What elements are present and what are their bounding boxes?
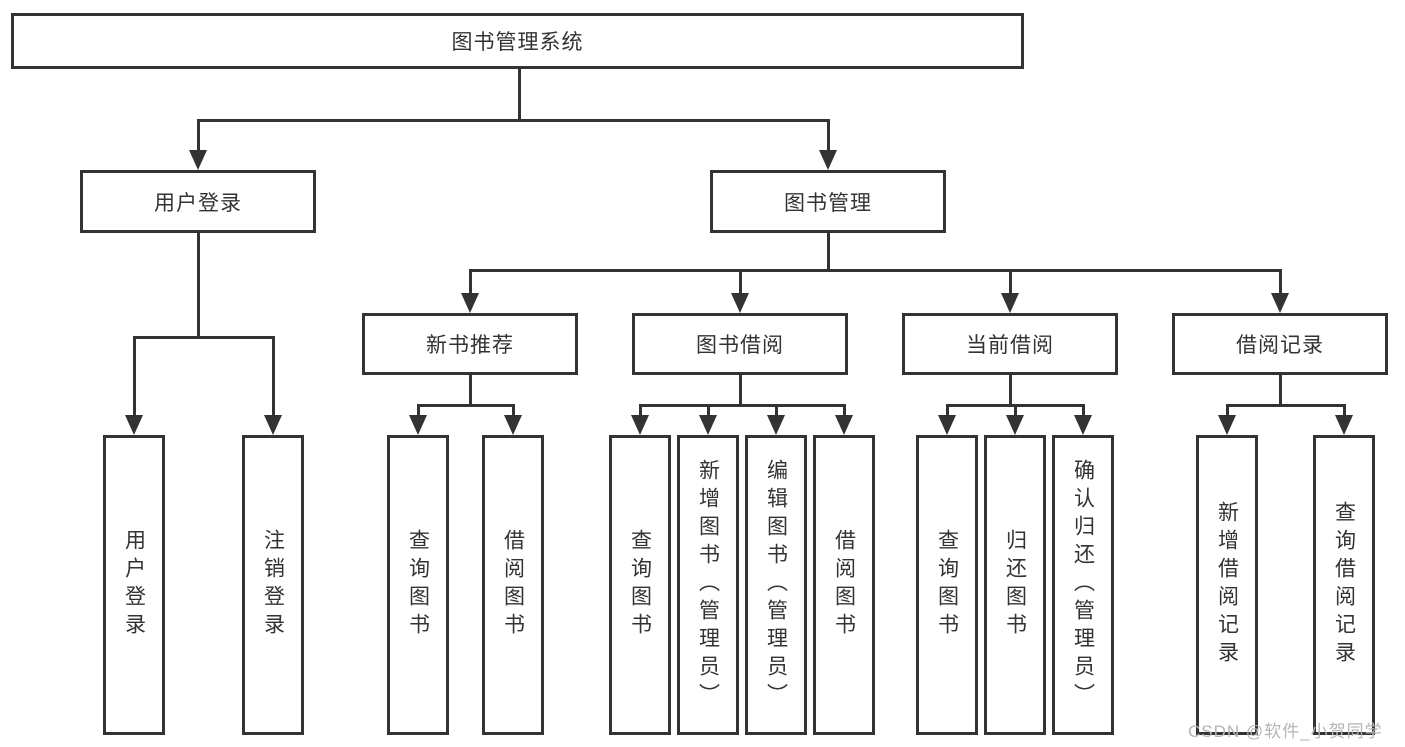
node-label: 用户登录 — [154, 191, 242, 215]
leaf-query-borrow-record: 查询借阅记录 — [1313, 435, 1375, 735]
arrowhead-down-icon — [504, 415, 522, 435]
connector-line — [416, 405, 420, 417]
connector-line — [774, 405, 778, 417]
arrowhead-down-icon — [1006, 415, 1024, 435]
node-borrowing-records: 借阅记录 — [1172, 313, 1388, 375]
arrowhead-down-icon — [1218, 415, 1236, 435]
leaf-borrow-books-borrowing: 借阅图书 — [813, 435, 875, 735]
watermark: CSDN @软件_小贺同学 — [1188, 722, 1383, 741]
leaf-label: 查询图书 — [628, 529, 652, 641]
connector-line — [706, 405, 710, 417]
node-library-management-system: 图书管理系统 — [11, 13, 1024, 69]
node-label: 图书管理 — [784, 191, 872, 215]
leaf-label: 借阅图书 — [832, 529, 856, 641]
node-label: 当前借阅 — [966, 334, 1054, 357]
arrowhead-down-icon — [1074, 415, 1092, 435]
leaf-add-book-admin: 新增图书（管理员） — [677, 435, 739, 735]
connector-line — [196, 233, 200, 338]
connector-line — [511, 405, 515, 417]
leaf-label: 编辑图书（管理员） — [764, 459, 788, 711]
connector-line — [468, 268, 1282, 272]
connector-line — [196, 120, 200, 152]
node-current-borrowing: 当前借阅 — [902, 313, 1118, 375]
arrowhead-down-icon — [835, 415, 853, 435]
connector-line — [517, 69, 521, 121]
leaf-confirm-return-admin: 确认归还（管理员） — [1052, 435, 1114, 735]
leaf-query-books-recommend: 查询图书 — [387, 435, 449, 735]
node-user-login: 用户登录 — [80, 170, 316, 233]
arrowhead-down-icon — [264, 415, 282, 435]
leaf-label: 用户登录 — [122, 529, 146, 641]
connector-line — [638, 405, 642, 417]
leaf-query-books-borrowing: 查询图书 — [609, 435, 671, 735]
arrowhead-down-icon — [189, 150, 207, 170]
connector-line — [1013, 405, 1017, 417]
connector-line — [468, 375, 472, 406]
connector-line — [1225, 403, 1346, 407]
arrowhead-down-icon — [409, 415, 427, 435]
arrowhead-down-icon — [461, 293, 479, 313]
node-label: 图书管理系统 — [451, 31, 584, 54]
leaf-user-login: 用户登录 — [103, 435, 165, 735]
arrowhead-down-icon — [1001, 293, 1019, 313]
connector-line — [738, 270, 742, 295]
node-book-management: 图书管理 — [710, 170, 946, 233]
leaf-label: 归还图书 — [1003, 529, 1027, 641]
leaf-add-borrow-record: 新增借阅记录 — [1196, 435, 1258, 735]
connector-line — [1278, 375, 1282, 406]
arrowhead-down-icon — [699, 415, 717, 435]
arrowhead-down-icon — [767, 415, 785, 435]
arrowhead-down-icon — [731, 293, 749, 313]
leaf-label: 注销登录 — [261, 529, 285, 641]
connector-line — [1081, 405, 1085, 417]
arrowhead-down-icon — [1335, 415, 1353, 435]
node-label: 新书推荐 — [426, 334, 514, 357]
connector-line — [1342, 405, 1346, 417]
connector-line — [1008, 270, 1012, 295]
connector-line — [826, 233, 830, 271]
connector-line — [271, 337, 275, 417]
connector-line — [196, 118, 830, 122]
leaf-label: 确认归还（管理员） — [1071, 459, 1095, 711]
connector-line — [842, 405, 846, 417]
connector-line — [416, 403, 515, 407]
leaf-borrow-books-recommend: 借阅图书 — [482, 435, 544, 735]
connector-line — [132, 337, 136, 417]
connector-line — [132, 335, 275, 339]
leaf-label: 新增图书（管理员） — [696, 459, 720, 711]
connector-line — [1225, 405, 1229, 417]
arrowhead-down-icon — [125, 415, 143, 435]
leaf-return-books: 归还图书 — [984, 435, 1046, 735]
node-label: 图书借阅 — [696, 334, 784, 357]
arrowhead-down-icon — [631, 415, 649, 435]
connector-line — [638, 403, 846, 407]
leaf-edit-book-admin: 编辑图书（管理员） — [745, 435, 807, 735]
arrowhead-down-icon — [1271, 293, 1289, 313]
node-book-borrowing: 图书借阅 — [632, 313, 848, 375]
node-new-book-recommend: 新书推荐 — [362, 313, 578, 375]
connector-line — [945, 405, 949, 417]
arrowhead-down-icon — [819, 150, 837, 170]
node-label: 借阅记录 — [1236, 334, 1324, 357]
leaf-label: 新增借阅记录 — [1215, 501, 1239, 669]
connector-line — [1008, 375, 1012, 406]
leaf-label: 查询图书 — [935, 529, 959, 641]
leaf-query-books-current: 查询图书 — [916, 435, 978, 735]
arrowhead-down-icon — [938, 415, 956, 435]
connector-line — [826, 120, 830, 152]
connector-line — [1278, 270, 1282, 295]
connector-line — [468, 270, 472, 295]
leaf-label: 查询借阅记录 — [1332, 501, 1356, 669]
leaf-logout: 注销登录 — [242, 435, 304, 735]
leaf-label: 借阅图书 — [501, 529, 525, 641]
leaf-label: 查询图书 — [406, 529, 430, 641]
connector-line — [738, 375, 742, 406]
